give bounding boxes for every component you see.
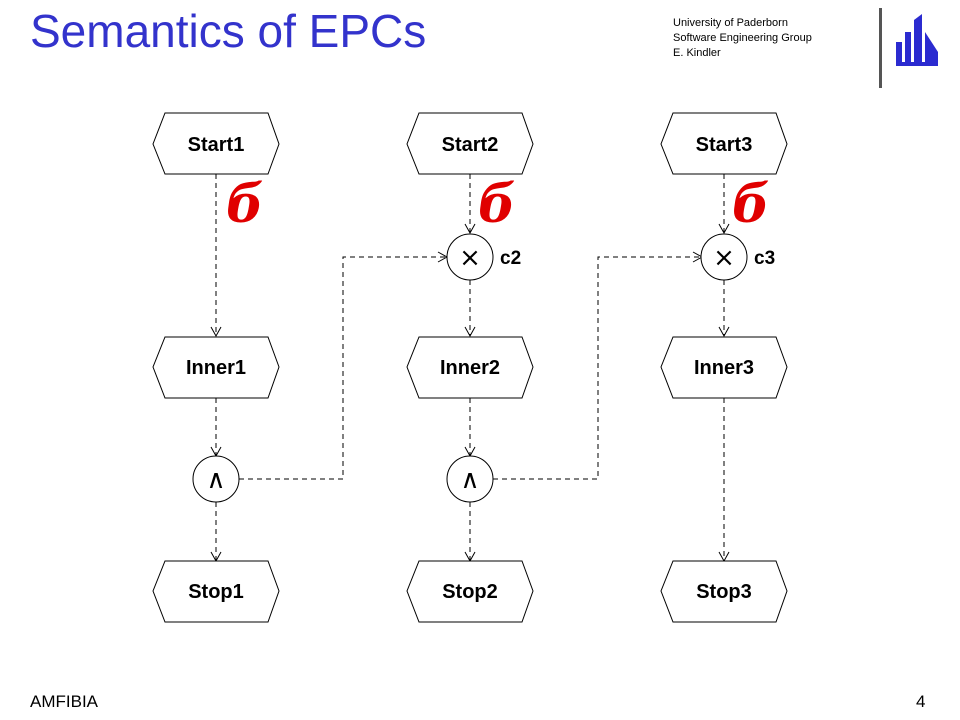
footer-project: AMFIBIA xyxy=(30,692,99,711)
event-stop1-label: Stop1 xyxy=(188,581,244,603)
connector-and1 xyxy=(192,455,240,503)
event-start1 xyxy=(152,112,280,175)
token-icon: б xyxy=(732,174,770,235)
connector-c2-label: c2 xyxy=(500,248,521,269)
affiliation-university: University of Paderborn xyxy=(673,17,788,29)
page-title: Semantics of EPCs xyxy=(30,5,427,57)
affiliation: University of Paderborn Software Enginee… xyxy=(673,16,812,61)
event-stop3 xyxy=(660,560,788,623)
event-inner1 xyxy=(152,336,280,399)
connector-c3-symbol: × xyxy=(713,243,735,273)
event-stop2 xyxy=(406,560,534,623)
arc-and1-c2 xyxy=(239,251,449,480)
affiliation-author: E. Kindler xyxy=(673,47,721,59)
event-start1-label: Start1 xyxy=(188,134,245,156)
connector-c3 xyxy=(700,233,748,281)
event-inner2-label: Inner2 xyxy=(440,357,500,379)
connector-c2-symbol: × xyxy=(459,243,481,273)
connector-c3-label: c3 xyxy=(754,248,775,269)
header-divider xyxy=(879,8,882,88)
arc-and2-c3 xyxy=(493,251,704,480)
university-logo-icon xyxy=(896,14,938,66)
event-stop2-label: Stop2 xyxy=(442,581,498,603)
token-icon: б xyxy=(226,174,264,235)
event-stop1 xyxy=(152,560,280,623)
page-number: 4 xyxy=(916,692,926,711)
event-inner3 xyxy=(660,336,788,399)
event-start2 xyxy=(406,112,534,175)
event-start3 xyxy=(660,112,788,175)
event-inner1-label: Inner1 xyxy=(186,357,246,379)
connector-c2 xyxy=(446,233,494,281)
connector-and2-symbol: ∧ xyxy=(460,465,479,495)
event-stop3-label: Stop3 xyxy=(696,581,752,603)
event-inner3-label: Inner3 xyxy=(694,357,754,379)
event-start3-label: Start3 xyxy=(696,134,753,156)
connector-and1-symbol: ∧ xyxy=(206,465,225,495)
epc-diagram: Start1 Start2 Start3 Inner1 Inner2 Inner… xyxy=(152,112,788,623)
event-inner2 xyxy=(406,336,534,399)
token-icon: б xyxy=(478,174,516,235)
connector-and2 xyxy=(446,455,494,503)
event-start2-label: Start2 xyxy=(442,134,499,156)
affiliation-group: Software Engineering Group xyxy=(673,32,812,44)
